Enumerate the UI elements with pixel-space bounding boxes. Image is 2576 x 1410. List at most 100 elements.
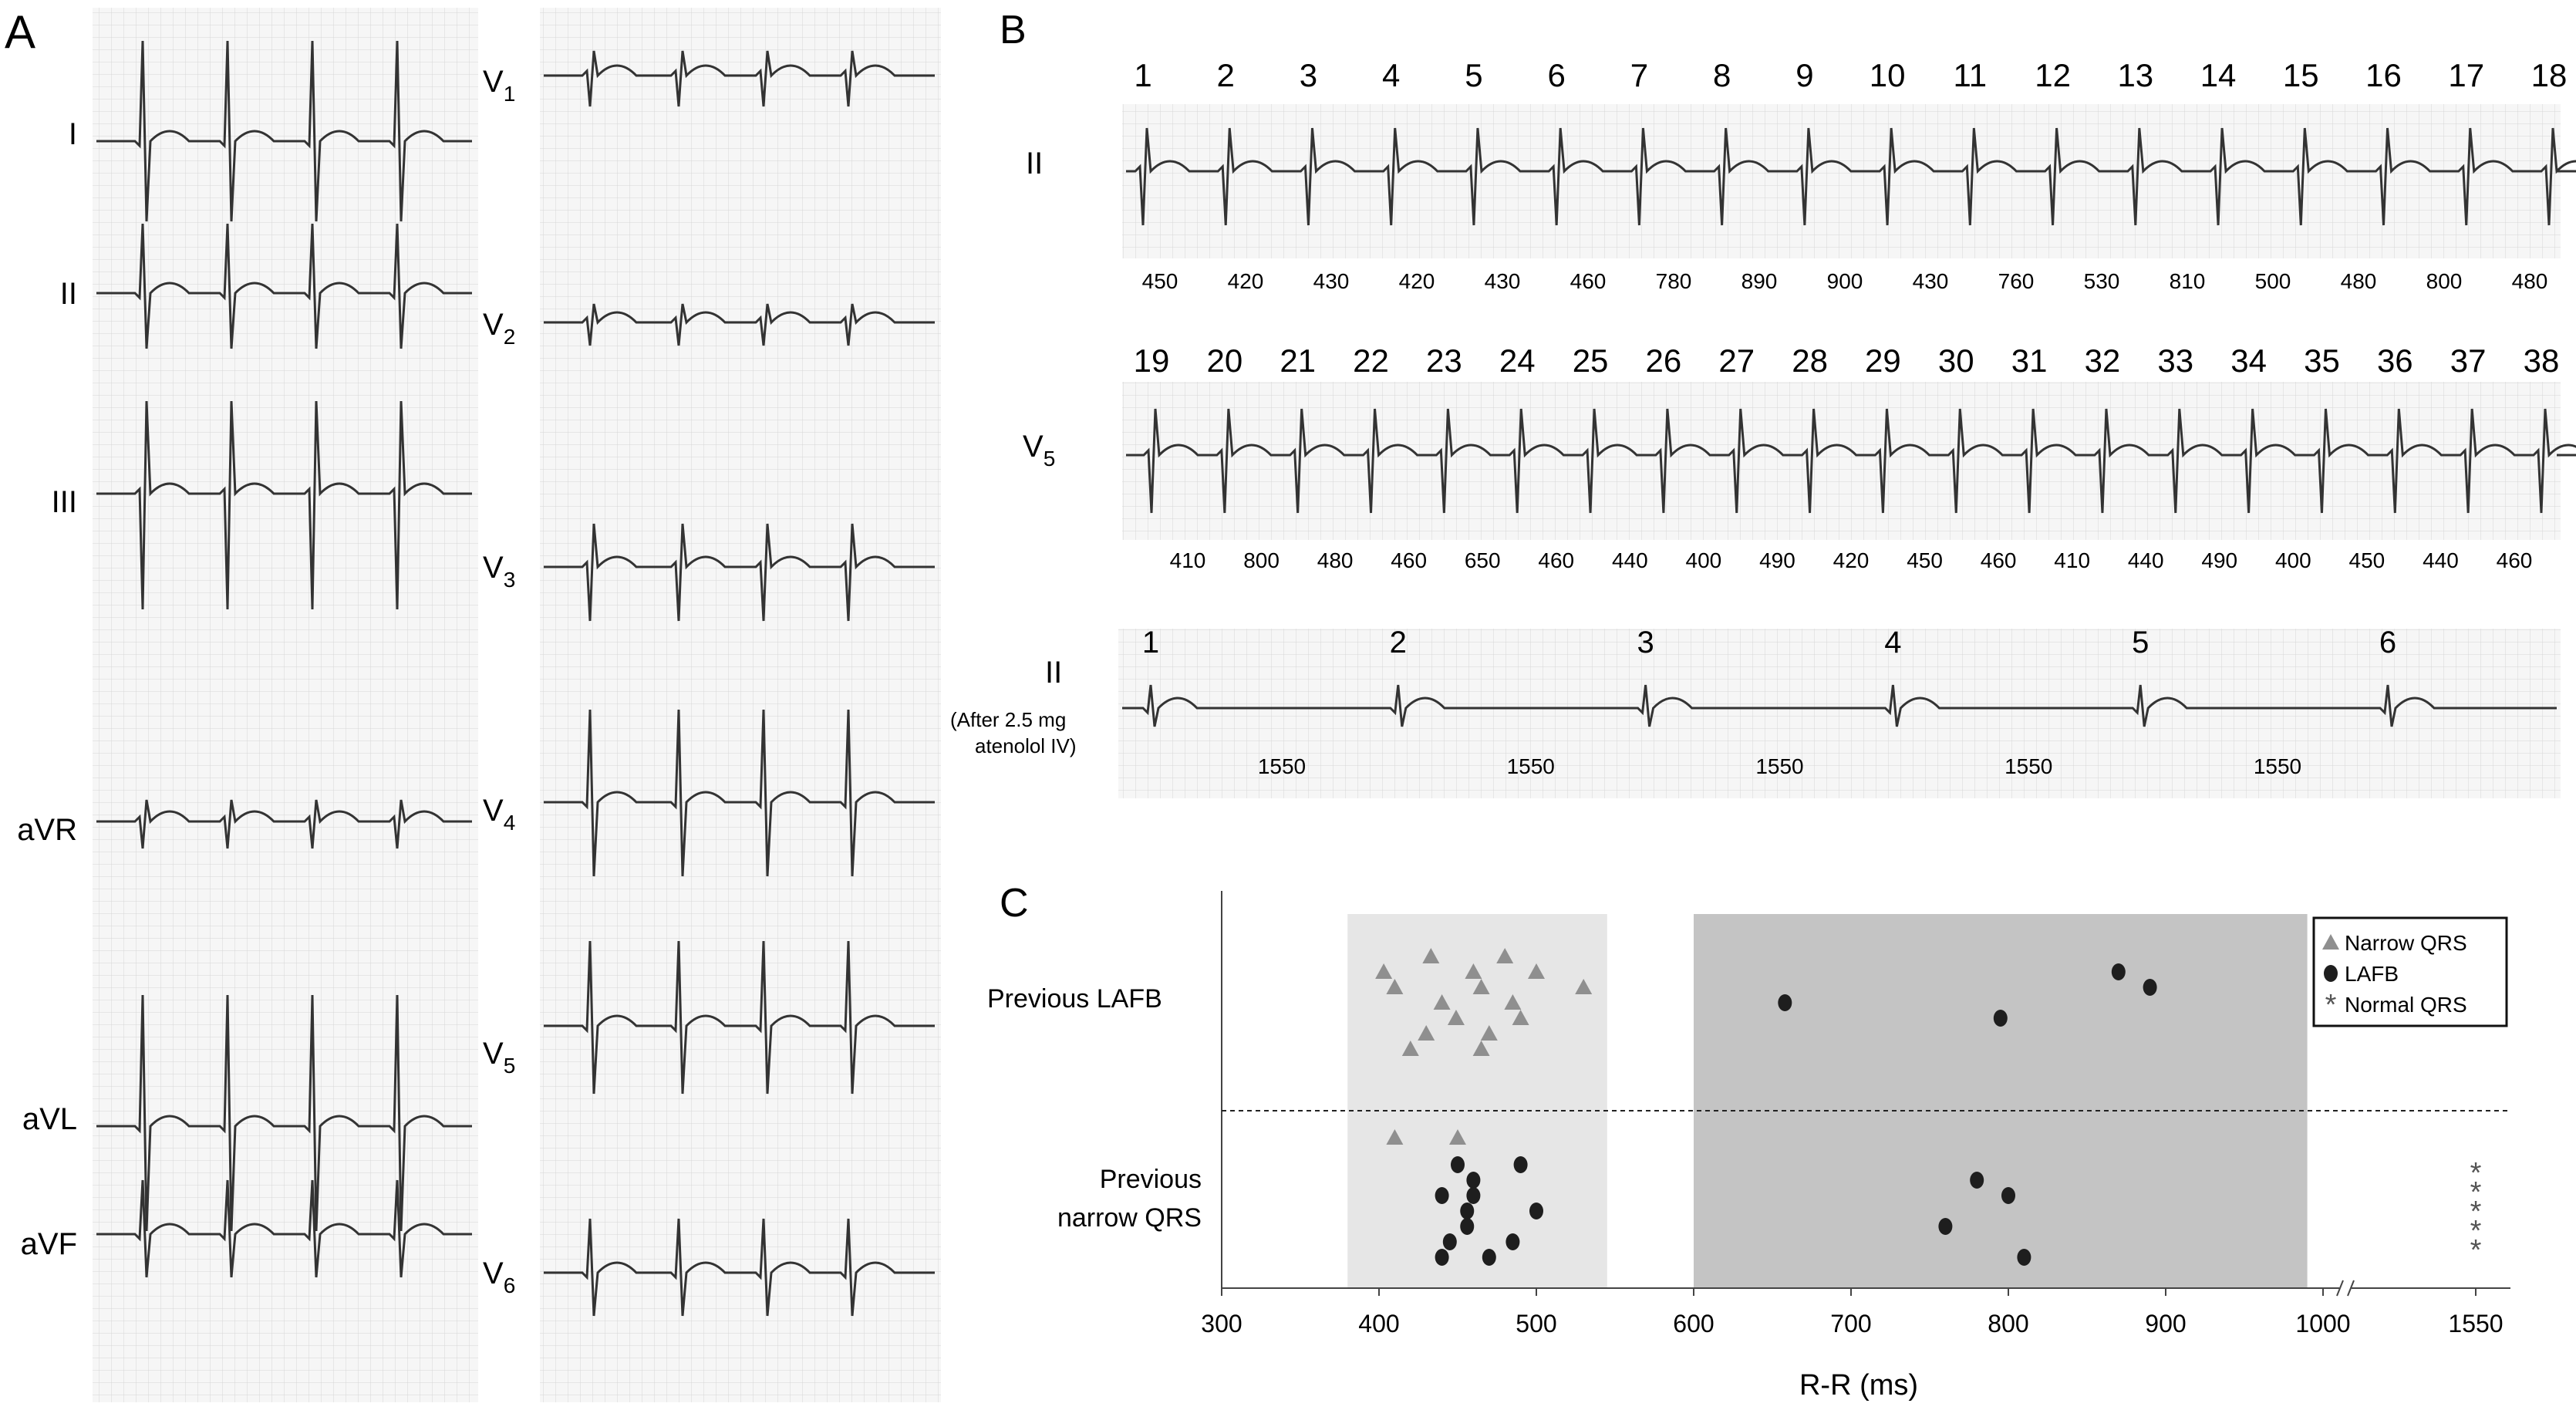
lead-label-v4: V4 bbox=[483, 794, 515, 835]
strip2-lead-label: V5 bbox=[1023, 430, 1055, 471]
strip1-beat-number-18: 18 bbox=[2531, 57, 2568, 93]
lead-label-v5: V5 bbox=[483, 1037, 515, 1078]
strip2-beat-number-14: 32 bbox=[2085, 342, 2121, 379]
panel-a-left-grid bbox=[93, 8, 478, 1402]
strip2-interval-5: 650 bbox=[1465, 548, 1501, 572]
strip1-beat-number-12: 12 bbox=[2035, 57, 2071, 93]
point-lafb-4-2 bbox=[1435, 1249, 1449, 1266]
panel-a-traces bbox=[96, 40, 935, 1317]
point-lafb-4-1 bbox=[1435, 1187, 1449, 1204]
strip2-interval-3: 480 bbox=[1317, 548, 1354, 572]
lead-label-avl: aVL bbox=[22, 1102, 77, 1136]
strip2-beat-number-8: 26 bbox=[1646, 342, 1682, 379]
strip3-grid bbox=[1118, 629, 2561, 798]
strip1-interval-16: 800 bbox=[2426, 269, 2463, 293]
strip3-beat-number-6: 6 bbox=[2379, 626, 2396, 659]
lead-label-v6: V6 bbox=[483, 1257, 515, 1297]
x-tick-label-1550: 1550 bbox=[2448, 1310, 2503, 1337]
strip2-beat-number-11: 29 bbox=[1865, 342, 1901, 379]
strip2-beat-number-4: 22 bbox=[1353, 342, 1389, 379]
point-lafb-4-10 bbox=[1505, 1233, 1520, 1250]
point-narrow-qrs-1-1 bbox=[1375, 963, 1393, 979]
x-tick-label-400: 400 bbox=[1358, 1310, 1399, 1337]
point-narrow-qrs-1-13 bbox=[1504, 994, 1522, 1010]
strip2-beat-number-17: 35 bbox=[2304, 342, 2340, 379]
strip1-interval-4: 420 bbox=[1399, 269, 1435, 293]
strip3-lead-label: II bbox=[1045, 656, 1062, 690]
point-normal-qrs-5-3: * bbox=[2470, 1196, 2482, 1228]
point-narrow-qrs-1-7 bbox=[1447, 1010, 1465, 1025]
point-normal-qrs-5-1: * bbox=[2470, 1157, 2482, 1189]
strip3-beat-number-2: 2 bbox=[1390, 626, 1407, 659]
point-lafb-4-3 bbox=[1442, 1233, 1457, 1250]
strip3-beat-number-1: 1 bbox=[1142, 626, 1159, 659]
strip2-beat-number-3: 21 bbox=[1280, 342, 1316, 379]
legend-label-lafb: LAFB bbox=[2345, 962, 2399, 986]
strip1-beat-number-17: 17 bbox=[2448, 57, 2484, 93]
strip2-beat-number-10: 28 bbox=[1792, 342, 1828, 379]
strip2-interval-1: 410 bbox=[1170, 548, 1206, 572]
point-lafb-2-4 bbox=[2143, 979, 2157, 996]
strip2-interval-14: 440 bbox=[2128, 548, 2164, 572]
point-narrow-qrs-1-4 bbox=[1418, 1025, 1435, 1041]
point-narrow-qrs-3-1 bbox=[1386, 1129, 1404, 1145]
strip2-beat-number-2: 20 bbox=[1206, 342, 1242, 379]
strip3-interval-1: 1550 bbox=[1258, 754, 1306, 778]
strip1-trace bbox=[1126, 127, 2576, 226]
legend-symbol-circle bbox=[2324, 965, 2338, 982]
lead-v-trace-5 bbox=[544, 1218, 935, 1317]
lead-a-trace-0 bbox=[96, 40, 472, 222]
point-lafb-4-9 bbox=[1482, 1249, 1496, 1266]
strip1-beat-number-4: 4 bbox=[1382, 57, 1400, 93]
strip1-beat-number-7: 7 bbox=[1630, 57, 1648, 93]
chart-x-axis-label: R-R (ms) bbox=[1799, 1369, 1918, 1402]
strip2-beat-number-7: 25 bbox=[1573, 342, 1609, 379]
strip1-lead-label: II bbox=[1026, 147, 1043, 180]
strip1-beat-number-8: 8 bbox=[1713, 57, 1731, 93]
strip2-interval-18: 440 bbox=[2423, 548, 2459, 572]
strip1-interval-15: 480 bbox=[2341, 269, 2377, 293]
strip1-beat-number-9: 9 bbox=[1795, 57, 1813, 93]
category-label-line2: narrow QRS bbox=[1057, 1203, 1202, 1233]
strip3-interval-2: 1550 bbox=[1507, 754, 1555, 778]
x-tick-label-800: 800 bbox=[1988, 1310, 2028, 1337]
point-narrow-qrs-1-8 bbox=[1465, 963, 1482, 979]
point-lafb-4-5 bbox=[1460, 1203, 1475, 1219]
strip2-interval-9: 490 bbox=[1759, 548, 1795, 572]
strip1-interval-1: 450 bbox=[1142, 269, 1178, 293]
x-tick-label-1000: 1000 bbox=[2295, 1310, 2350, 1337]
strip1-interval-3: 430 bbox=[1313, 269, 1350, 293]
lead-a-trace-4 bbox=[96, 994, 472, 1232]
strip3-trace bbox=[1122, 684, 2557, 727]
point-narrow-qrs-1-6 bbox=[1433, 994, 1451, 1010]
strip1-interval-5: 430 bbox=[1485, 269, 1521, 293]
category-label-previous-lafb: Previous LAFB bbox=[987, 984, 1162, 1014]
lead-v-trace-0 bbox=[544, 50, 935, 107]
legend-box bbox=[2312, 916, 2508, 1027]
point-lafb-2-1 bbox=[1778, 994, 1792, 1011]
panel-a-letter: A bbox=[5, 6, 35, 58]
strip1-interval-10: 430 bbox=[1913, 269, 1949, 293]
point-normal-qrs-5-5: * bbox=[2470, 1234, 2482, 1267]
x-tick-label-600: 600 bbox=[1673, 1310, 1714, 1337]
strip1-beat-number-1: 1 bbox=[1134, 57, 1151, 93]
strip1-beat-number-15: 15 bbox=[2283, 57, 2319, 93]
point-narrow-qrs-1-5 bbox=[1422, 948, 1440, 963]
strip2-interval-4: 460 bbox=[1391, 548, 1427, 572]
lead-v-trace-4 bbox=[544, 940, 935, 1095]
strip3-interval-5: 1550 bbox=[2254, 754, 2301, 778]
strip2-interval-12: 460 bbox=[1981, 548, 2017, 572]
x-axis-break bbox=[2336, 1280, 2355, 1297]
strip3-interval-4: 1550 bbox=[2004, 754, 2052, 778]
x-tick-label-500: 500 bbox=[1516, 1310, 1556, 1337]
point-lafb-2-2 bbox=[1993, 1010, 2008, 1027]
strip2-beat-number-9: 27 bbox=[1718, 342, 1755, 379]
